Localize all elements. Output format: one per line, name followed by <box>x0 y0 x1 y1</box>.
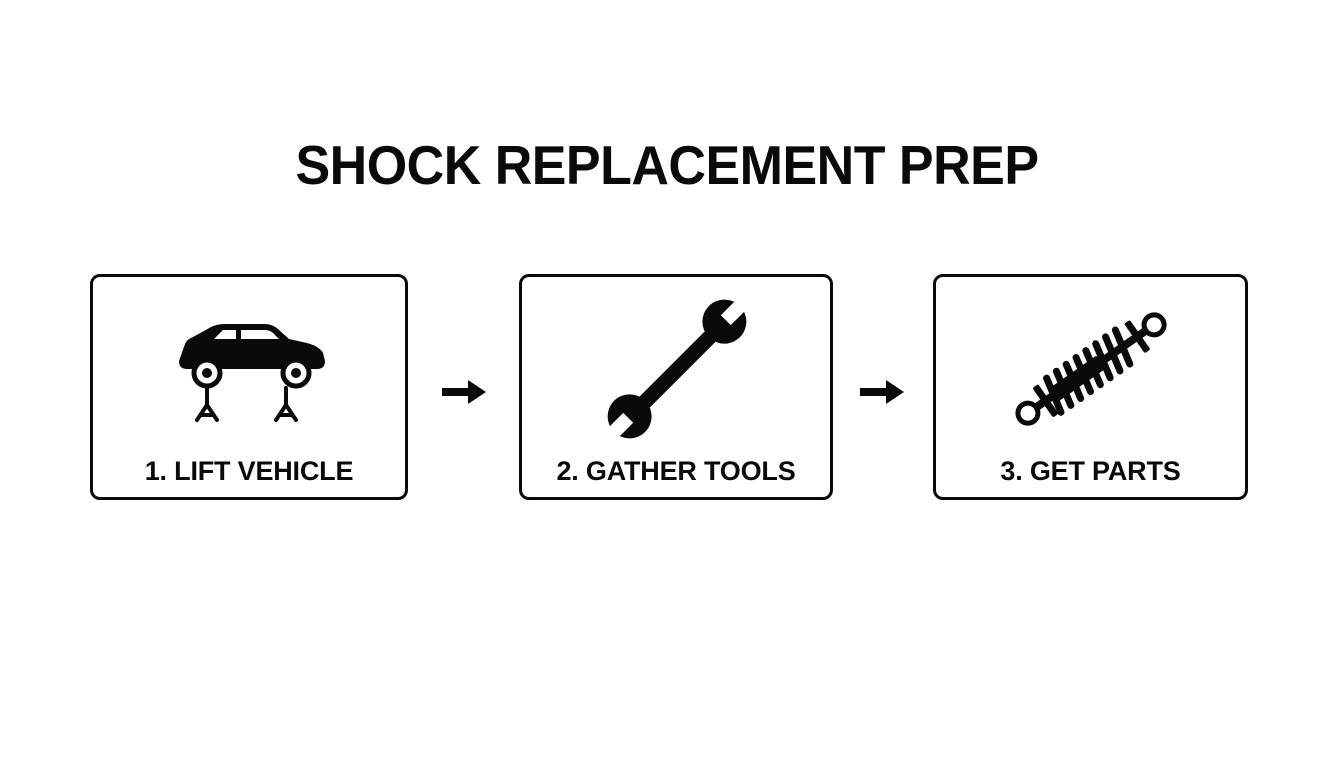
step-label: 2. GATHER TOOLS <box>556 456 796 486</box>
arrow-right-icon <box>440 376 488 408</box>
wrench-icon <box>522 277 830 447</box>
step-card-gather-tools: 2. GATHER TOOLS <box>519 274 833 500</box>
car-on-jack-stands-icon <box>93 277 405 447</box>
step-label: 1. LIFT VEHICLE <box>144 456 354 486</box>
arrow-right-icon <box>858 376 906 408</box>
page-title: SHOCK REPLACEMENT PREP <box>295 135 1039 197</box>
step-card-get-parts: 3. GET PARTS <box>933 274 1248 500</box>
shock-absorber-icon <box>936 277 1245 447</box>
step-label: 3. GET PARTS <box>1000 456 1181 486</box>
step-card-lift-vehicle: 1. LIFT VEHICLE <box>90 274 408 500</box>
